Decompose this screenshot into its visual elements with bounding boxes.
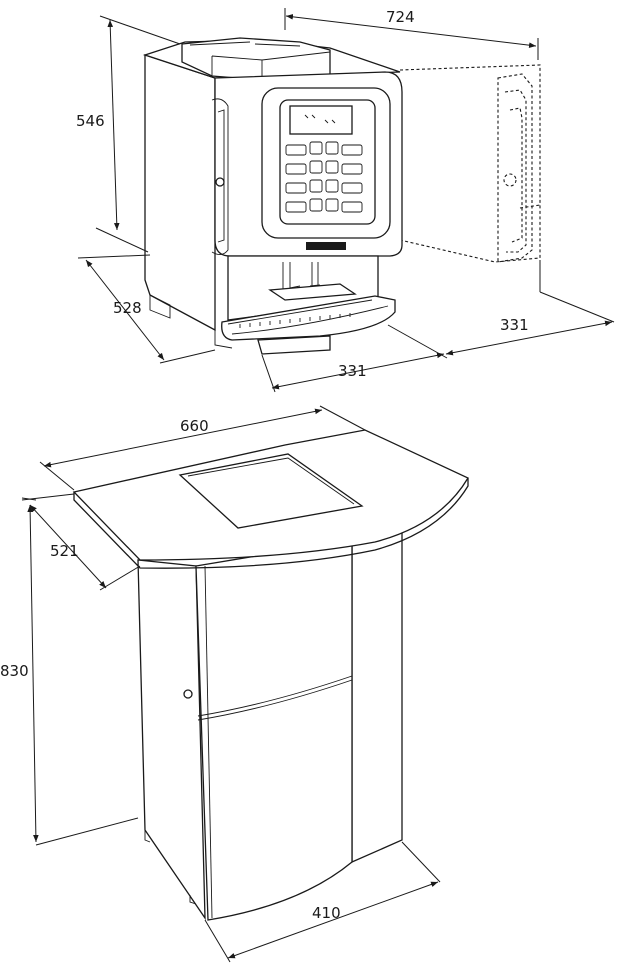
stand-front [195, 539, 353, 921]
display-screen [289, 105, 353, 135]
dim-front-width: 331 [338, 362, 367, 380]
machine-dimensions: 724 546 528 331 331 [76, 8, 615, 393]
brand-plate [306, 242, 346, 250]
dim-machine-height: 546 [76, 112, 105, 130]
machine-side-panel [144, 54, 216, 332]
dim-stand-height: 830 [0, 662, 29, 680]
dim-stand-top-depth: 521 [50, 542, 79, 560]
dim-stand-base-width: 410 [312, 904, 341, 922]
stand-side-panel [137, 559, 206, 921]
machine-stand [72, 429, 469, 921]
door-knob-icon [215, 177, 225, 187]
drip-tray [221, 295, 396, 341]
dim-machine-width: 724 [386, 8, 415, 26]
open-door-outline [399, 64, 541, 263]
cabinet-knob-icon [183, 689, 193, 699]
coffee-machine [142, 37, 541, 355]
cup-platform [268, 283, 357, 301]
dim-side-width: 331 [500, 316, 529, 334]
stand-right-panel [351, 529, 403, 863]
dim-stand-top-width: 660 [180, 417, 209, 435]
dim-machine-depth: 528 [113, 299, 142, 317]
keypad [285, 141, 363, 213]
stand-dimensions: 660 521 830 410 [0, 405, 441, 963]
